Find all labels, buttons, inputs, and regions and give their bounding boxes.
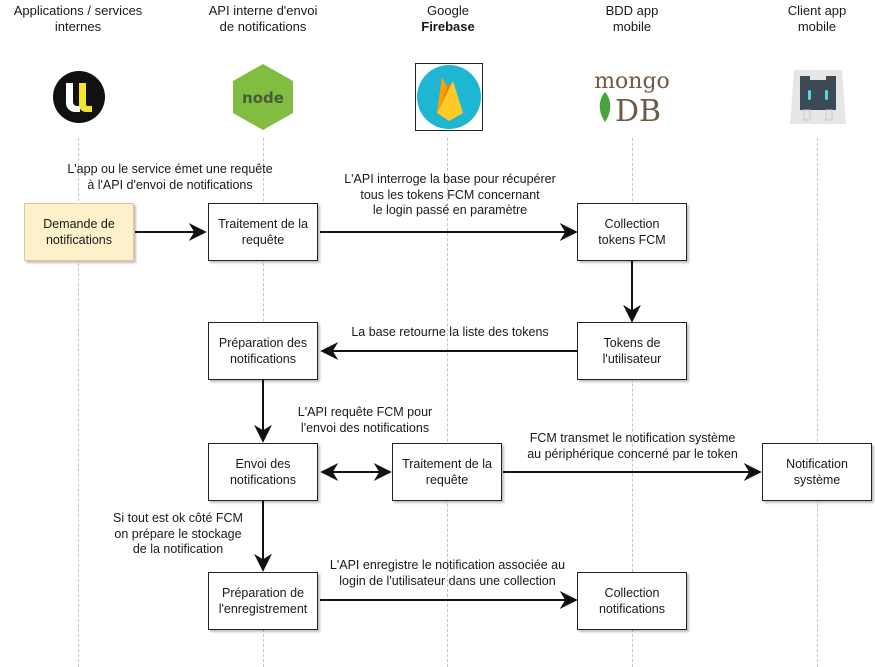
lane-title-line: mobile (797, 19, 837, 34)
lane-title-line: Firebase (421, 19, 475, 34)
nodejs-logo-text: node (242, 89, 284, 107)
label-text: de la notification (132, 542, 224, 556)
lane-title-line: Applications / services (13, 3, 143, 18)
box-text: Demande de (43, 217, 115, 231)
lane-title-line: BDD app (605, 3, 659, 18)
box-text: Préparation des (218, 336, 308, 350)
label-text: L'API enregistre le notification associé… (329, 558, 566, 572)
label-emit-request: L'app ou le service émet une requête à l… (40, 162, 300, 193)
box-preparation-notifications[interactable]: Préparation des notifications (208, 322, 318, 380)
box-text: l'utilisateur (602, 352, 662, 366)
box-text: Traitement de la (402, 457, 492, 471)
label-text: on prépare le stockage (114, 526, 242, 541)
label-text: L'API requête FCM pour (297, 405, 433, 419)
lane-title-line: API interne d'envoi (208, 3, 318, 18)
box-traitement-requete-firebase[interactable]: Traitement de la requête (392, 443, 502, 501)
box-text: Notification (786, 457, 848, 471)
box-text: l'enregistrement (218, 602, 308, 616)
box-text: Traitement de la (218, 217, 308, 231)
box-text: tokens FCM (598, 233, 666, 247)
box-tokens-utilisateur[interactable]: Tokens de l'utilisateur (577, 322, 687, 380)
lifeline-applications (78, 138, 79, 667)
box-text: notifications (45, 233, 112, 247)
label-text: La base retourne la liste des tokens (351, 325, 549, 339)
lane-title-line: internes (54, 19, 102, 34)
lane-title-client: Client app mobile (732, 3, 875, 35)
label-if-ok: Si tout est ok côté FCM on prépare le st… (98, 511, 258, 558)
nodejs-logo: node (233, 64, 293, 130)
box-text: système (793, 473, 841, 487)
lane-title-line: Google (427, 3, 469, 18)
univ-lorraine-logo (53, 71, 105, 123)
lane-title-api: API interne d'envoi de notifications (178, 3, 348, 35)
lifeline-bdd (632, 138, 633, 667)
box-demande-notifications[interactable]: Demande de notifications (24, 203, 134, 261)
label-text: au périphérique concerné par le token (527, 446, 738, 461)
box-preparation-enregistrement[interactable]: Préparation de l'enregistrement (208, 572, 318, 630)
box-collection-notifications[interactable]: Collection notifications (577, 572, 687, 630)
label-text: Si tout est ok côté FCM (113, 511, 243, 525)
label-text: L'API interroge la base pour récupérer (344, 172, 556, 186)
box-envoi-notifications[interactable]: Envoi des notifications (208, 443, 318, 501)
label-text: tous les tokens FCM concernant (360, 187, 540, 202)
box-text: Tokens de (603, 336, 661, 350)
lane-title-line: Client app (787, 3, 847, 18)
box-text: notifications (229, 473, 296, 487)
lane-title-applications: Applications / services internes (0, 3, 163, 35)
label-text: l'envoi des notifications (300, 420, 430, 435)
mongodb-logo: mongo DB (594, 69, 670, 124)
label-text: L'app ou le service émet une requête (67, 162, 273, 176)
box-text: notifications (598, 602, 665, 616)
label-fcm-transmit: FCM transmet le notification système au … (505, 431, 760, 462)
cordova-logo (790, 70, 846, 124)
label-text: login de l'utilisateur dans une collecti… (339, 573, 556, 588)
box-text: Collection (604, 586, 660, 600)
lane-title-firebase: Google Firebase (363, 3, 533, 35)
label-return-tokens: La base retourne la liste des tokens (330, 325, 570, 341)
lane-title-line: de notifications (219, 19, 307, 34)
box-notification-systeme[interactable]: Notification système (762, 443, 872, 501)
box-text: Préparation de (221, 586, 304, 600)
box-collection-tokens-fcm[interactable]: Collection tokens FCM (577, 203, 687, 261)
box-traitement-requete-api[interactable]: Traitement de la requête (208, 203, 318, 261)
lane-title-line: mobile (612, 19, 652, 34)
mongodb-logo-db-text: DB (615, 94, 661, 124)
box-text: requête (425, 473, 469, 487)
box-text: Envoi des (235, 457, 291, 471)
label-text: le login passé en paramètre (372, 203, 528, 217)
firebase-logo (415, 63, 483, 131)
label-fcm-request: L'API requête FCM pour l'envoi des notif… (280, 405, 450, 436)
lifeline-firebase (447, 138, 448, 667)
lifeline-client (817, 138, 818, 667)
lane-title-bdd: BDD app mobile (547, 3, 717, 35)
box-text: requête (241, 233, 285, 247)
box-text: Collection (604, 217, 660, 231)
label-save-notification: L'API enregistre le notification associé… (310, 558, 585, 589)
box-text: notifications (229, 352, 296, 366)
label-query-tokens: L'API interroge la base pour récupérer t… (320, 172, 580, 219)
label-text: à l'API d'envoi de notifications (87, 177, 253, 192)
label-text: FCM transmet le notification système (529, 431, 736, 445)
mongodb-logo-text: mongo (594, 69, 670, 94)
